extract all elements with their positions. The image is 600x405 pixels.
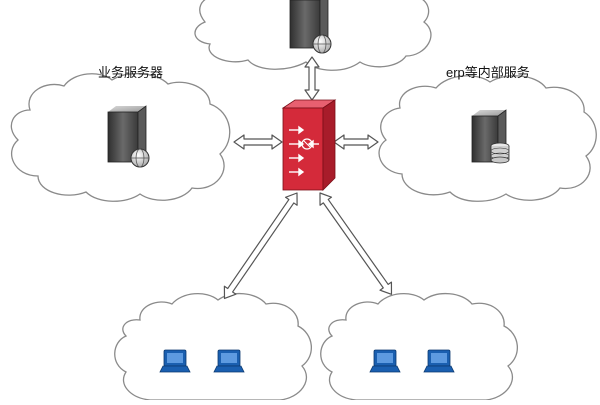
label-business-server: 业务服务器	[98, 65, 164, 80]
cloud-bottom-left	[114, 293, 312, 401]
arrow-left-center	[233, 134, 283, 150]
server-globe-icon	[289, 0, 332, 54]
arrow-top-center	[304, 56, 320, 101]
laptop-icon	[213, 349, 245, 373]
arrows	[223, 56, 393, 300]
laptop-icon	[159, 349, 191, 373]
laptop-icon	[423, 349, 455, 373]
cloud-bottom-right	[320, 293, 518, 401]
server-globe-icon	[107, 105, 150, 168]
arrow-center-right	[333, 134, 379, 150]
laptop-icon	[369, 349, 401, 373]
firewall-switch-icon	[281, 99, 337, 191]
arrow-center-bottom-right	[319, 192, 393, 295]
database-server-icon	[471, 109, 510, 164]
label-erp-internal-service: erp等内部服务	[446, 65, 530, 80]
arrow-center-bottom-left	[223, 192, 298, 300]
